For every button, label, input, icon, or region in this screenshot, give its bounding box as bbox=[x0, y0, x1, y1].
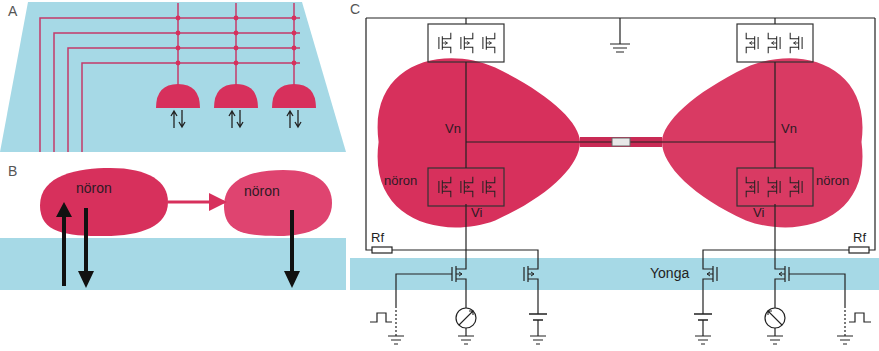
synapse-dot bbox=[176, 31, 181, 36]
resistor-name: Rf bbox=[371, 231, 384, 246]
ground-symbol bbox=[610, 44, 630, 52]
resistor-symbol bbox=[612, 138, 630, 146]
signal-arrow bbox=[171, 110, 185, 128]
neuron-shape bbox=[224, 170, 332, 236]
neuron-body: nöron bbox=[40, 168, 168, 236]
neuron-outline bbox=[40, 168, 168, 236]
signal-arrow bbox=[56, 202, 300, 288]
neuron-shape bbox=[214, 84, 258, 108]
chip-surface bbox=[0, 2, 346, 152]
synapse-dot bbox=[234, 46, 239, 51]
neuron-outline bbox=[224, 170, 332, 236]
neuron-label: nöron bbox=[76, 180, 112, 196]
synapse-dot bbox=[292, 46, 297, 51]
signal-name: Vi bbox=[753, 206, 764, 221]
grid-wire bbox=[82, 63, 300, 152]
synapse-dot bbox=[292, 61, 297, 66]
synapse-dot bbox=[234, 16, 239, 21]
grid-wire bbox=[54, 33, 300, 152]
chip-label: Yonga bbox=[650, 265, 689, 281]
neuron-shape bbox=[662, 58, 863, 227]
neuron-shape bbox=[156, 84, 200, 108]
neuron-label: nöron bbox=[816, 174, 849, 189]
signal-arrow bbox=[229, 110, 243, 128]
synapse-connector bbox=[168, 201, 224, 204]
panel-letter: B bbox=[8, 163, 17, 179]
neuron-label: nöron bbox=[384, 174, 417, 189]
grid-wire bbox=[177, 3, 179, 86]
signal-name: Vn bbox=[445, 122, 461, 137]
synapse-dot bbox=[176, 16, 181, 21]
neuron-label: nöron bbox=[244, 183, 280, 199]
synapse-dot bbox=[292, 31, 297, 36]
neuron-body: nöron bbox=[224, 170, 332, 236]
right-neuron-circuit bbox=[694, 18, 875, 344]
grid-wire bbox=[40, 18, 300, 152]
wiring-grid bbox=[40, 3, 316, 152]
signal-arrow bbox=[64, 208, 292, 286]
grid-wire bbox=[68, 48, 300, 152]
synapse-dot bbox=[234, 61, 239, 66]
synapse-dot bbox=[234, 31, 239, 36]
panel-letter: C bbox=[350, 1, 360, 17]
grid-wire bbox=[293, 3, 295, 86]
signal-arrow bbox=[287, 110, 301, 128]
panel-letter: A bbox=[8, 3, 17, 19]
neuron-shape bbox=[378, 58, 580, 227]
synapse-dot bbox=[292, 16, 297, 21]
left-neuron-circuit bbox=[366, 18, 547, 344]
resistor-name: Rf bbox=[853, 231, 866, 246]
neuron-shape bbox=[40, 168, 168, 236]
neuron-shape bbox=[272, 84, 316, 108]
grid-wire bbox=[235, 3, 237, 86]
signal-name: Vi bbox=[471, 206, 482, 221]
signal-name: Vn bbox=[781, 122, 797, 137]
signal-arrow bbox=[56, 202, 300, 288]
synapse-dot bbox=[176, 61, 181, 66]
synapse-dot bbox=[176, 46, 181, 51]
